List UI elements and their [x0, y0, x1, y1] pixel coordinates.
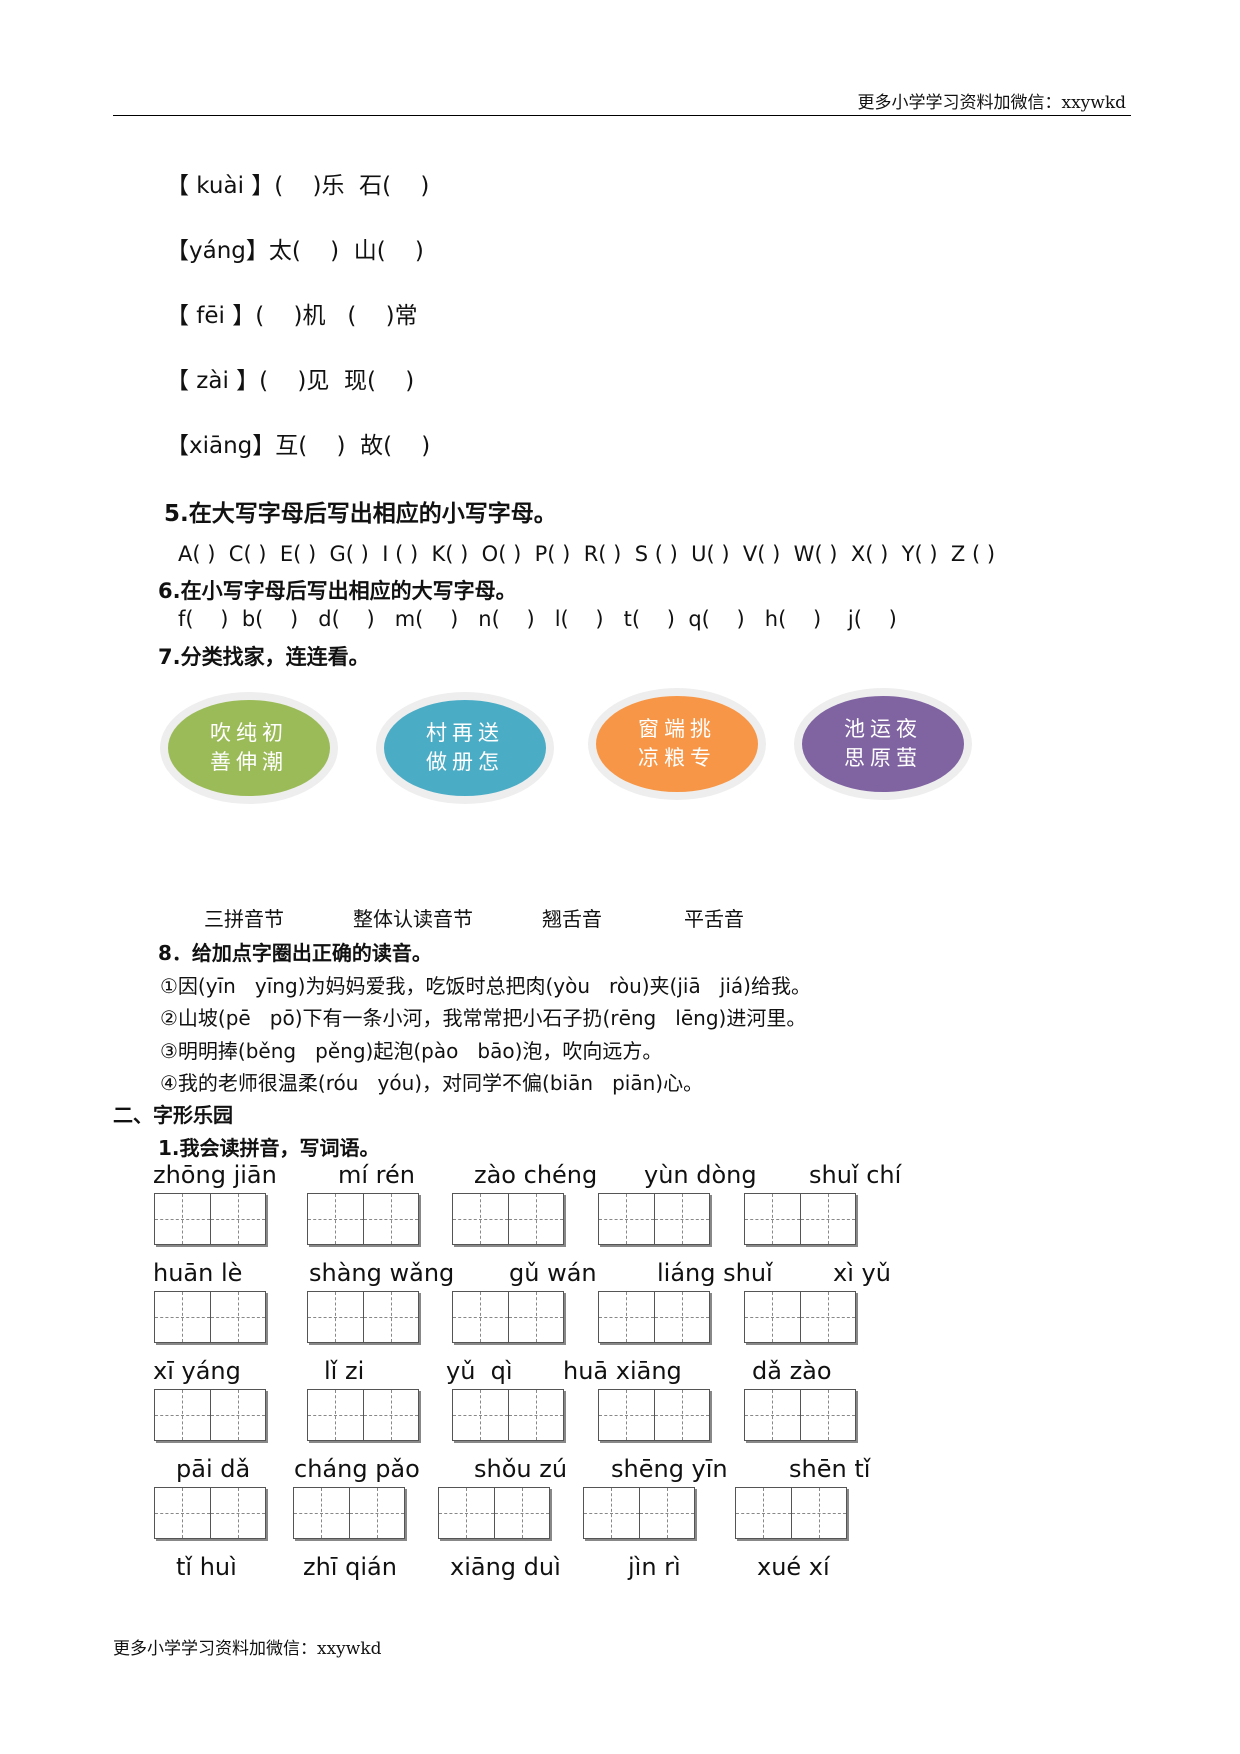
pinyin-label: shǒu zú: [474, 1455, 568, 1483]
pinyin-label: zào chéng: [474, 1161, 598, 1189]
writing-grid[interactable]: [744, 1389, 856, 1441]
pinyin-label: yǔ qì: [446, 1357, 513, 1385]
blob-text: 窗端挑: [638, 717, 716, 741]
writing-grid[interactable]: [583, 1487, 695, 1539]
pinyin-label: shēng yīn: [611, 1455, 728, 1483]
q5-title: 5.在大写字母后写出相应的小写字母。: [164, 501, 557, 527]
pinyin-label: xì yǔ: [833, 1259, 891, 1287]
header-text: 更多小学学习资料加微信：xxywkd: [857, 93, 1126, 113]
q8-sentence: ④我的老师很温柔(róu yóu)，对同学不偏(biān piān)心。: [160, 1071, 704, 1095]
writing-grid[interactable]: [293, 1487, 405, 1539]
pinyin-label: yùn dòng: [644, 1161, 757, 1189]
q5-uppercase-letters: A( ) C( ) E( ) G( ) I ( ) K( ) O( ) P( )…: [178, 542, 996, 566]
pinyin-label: zhōng jiān: [153, 1161, 277, 1189]
q8-sentence: ①因(yīn yīng)为妈妈爱我，吃饭时总把肉(yòu ròu)夹(jiā j…: [160, 974, 811, 998]
blob-text: 吹纯初: [210, 721, 288, 745]
pinyin-label: xī yáng: [153, 1357, 241, 1385]
blob-text: 池运夜: [844, 717, 922, 741]
blob-text: 凉粮专: [638, 746, 716, 770]
writing-grid[interactable]: [735, 1487, 847, 1539]
blob-text: 思原萤: [844, 746, 922, 770]
blob-blue[interactable]: 村再送做册怎: [384, 700, 546, 796]
pinyin-label: cháng pǎo: [294, 1455, 420, 1483]
category-label: 三拼音节: [204, 907, 284, 931]
polyphone-line-kuai: 【 kuài 】( )乐 石( ): [166, 173, 430, 199]
writing-grid[interactable]: [598, 1193, 710, 1245]
pinyin-label: xiāng duì: [450, 1553, 561, 1581]
writing-grid[interactable]: [307, 1291, 419, 1343]
writing-grid[interactable]: [598, 1291, 710, 1343]
pinyin-label: shàng wǎng: [309, 1259, 455, 1287]
pinyin-label: liáng shuǐ: [657, 1259, 773, 1287]
pinyin-label: shēn tǐ: [789, 1455, 871, 1483]
q6-lowercase-letters: f( ) b( ) d( ) m( ) n( ) l( ) t( ) q( ) …: [178, 607, 897, 631]
blob-text: 村再送: [426, 721, 504, 745]
category-label: 整体认读音节: [353, 907, 473, 931]
pinyin-label: tǐ huì: [176, 1553, 237, 1581]
q8-sentence: ③明明捧(běng pěng)起泡(pào bāo)泡，吹向远方。: [160, 1039, 663, 1063]
writing-grid[interactable]: [598, 1389, 710, 1441]
pinyin-label: xué xí: [757, 1553, 830, 1581]
pinyin-label: pāi dǎ: [176, 1455, 251, 1483]
footer-text: 更多小学学习资料加微信：xxywkd: [113, 1639, 382, 1659]
writing-grid[interactable]: [307, 1389, 419, 1441]
q8-title: 8．给加点字圈出正确的读音。: [158, 941, 432, 965]
writing-grid[interactable]: [154, 1389, 266, 1441]
writing-grid[interactable]: [452, 1389, 564, 1441]
section2-q1-title: 1.我会读拼音，写词语。: [158, 1136, 380, 1160]
blob-green[interactable]: 吹纯初善伸潮: [168, 700, 330, 796]
pinyin-label: lǐ zi: [324, 1357, 365, 1385]
blob-purple[interactable]: 池运夜思原萤: [802, 696, 964, 792]
q8-sentence: ②山坡(pē pō)下有一条小河，我常常把小石子扔(rēng lēng)进河里。: [160, 1006, 807, 1030]
writing-grid[interactable]: [744, 1291, 856, 1343]
blob-text: 善伸潮: [210, 750, 288, 774]
section2-title: 二、字形乐园: [113, 1103, 233, 1127]
q7-title: 7.分类找家，连连看。: [158, 645, 370, 669]
writing-grid[interactable]: [154, 1193, 266, 1245]
pinyin-label: huā xiāng: [563, 1357, 682, 1385]
polyphone-line-yang: 【yáng】太( ) 山( ): [166, 238, 424, 264]
polyphone-line-xiang: 【xiāng】互( ) 故( ): [166, 433, 431, 459]
pinyin-label: mí rén: [338, 1161, 415, 1189]
writing-grid[interactable]: [154, 1291, 266, 1343]
pinyin-label: huān lè: [153, 1259, 243, 1287]
header-rule: [113, 115, 1131, 116]
writing-grid[interactable]: [744, 1193, 856, 1245]
category-label: 翘舌音: [542, 907, 602, 931]
q6-title: 6.在小写字母后写出相应的大写字母。: [158, 579, 517, 603]
blob-text: 做册怎: [426, 750, 504, 774]
pinyin-label: dǎ zào: [752, 1357, 832, 1385]
writing-grid[interactable]: [452, 1291, 564, 1343]
polyphone-line-zai: 【 zài 】( )见 现( ): [166, 368, 415, 394]
polyphone-line-fei: 【 fēi 】( )机 ( )常: [166, 303, 418, 329]
pinyin-label: zhī qián: [303, 1553, 397, 1581]
writing-grid[interactable]: [307, 1193, 419, 1245]
writing-grid[interactable]: [154, 1487, 266, 1539]
pinyin-label: gǔ wán: [509, 1259, 597, 1287]
blob-orange[interactable]: 窗端挑凉粮专: [596, 696, 758, 792]
pinyin-label: shuǐ chí: [809, 1161, 902, 1189]
pinyin-label: jìn rì: [628, 1553, 681, 1581]
writing-grid[interactable]: [438, 1487, 550, 1539]
category-label: 平舌音: [684, 907, 744, 931]
writing-grid[interactable]: [452, 1193, 564, 1245]
